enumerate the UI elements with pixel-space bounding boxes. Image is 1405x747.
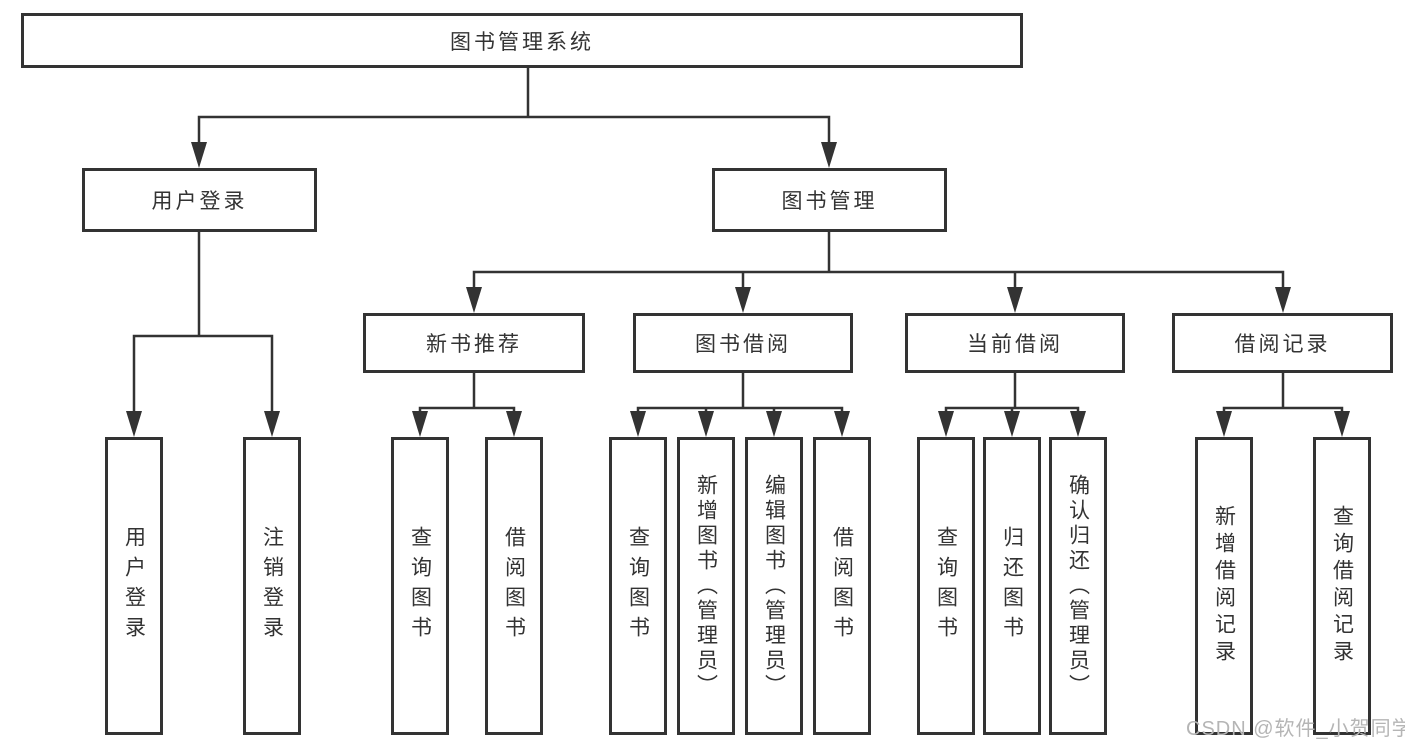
arrowhead-icon — [1275, 287, 1291, 313]
node-leaf-br-query-label: 查询借阅记录 — [1330, 505, 1354, 667]
arrowhead-icon — [735, 287, 751, 313]
node-book-mgmt-label: 图书管理 — [781, 190, 878, 213]
node-current-borrow: 当前借阅 — [905, 313, 1125, 373]
node-new-book: 新书推荐 — [363, 313, 585, 373]
node-leaf-bb-edit-label: 编辑图书（管理员） — [762, 473, 786, 699]
arrowhead-icon — [1007, 287, 1023, 313]
node-leaf-bb-query: 查询图书 — [609, 437, 667, 735]
arrowhead-icon — [412, 411, 428, 437]
arrowhead-icon — [938, 411, 954, 437]
arrowhead-icon — [1070, 411, 1086, 437]
node-borrow-records-label: 借阅记录 — [1234, 333, 1331, 356]
arrowhead-icon — [630, 411, 646, 437]
arrowhead-icon — [821, 142, 837, 168]
node-leaf-cb-query: 查询图书 — [917, 437, 975, 735]
node-leaf-cb-confirm-label: 确认归还（管理员） — [1066, 473, 1090, 699]
arrowhead-icon — [466, 287, 482, 313]
node-book-mgmt: 图书管理 — [712, 168, 947, 232]
arrowhead-icon — [506, 411, 522, 437]
arrowhead-icon — [766, 411, 782, 437]
arrowhead-icon — [1334, 411, 1350, 437]
arrowhead-icon — [698, 411, 714, 437]
node-borrow-records: 借阅记录 — [1172, 313, 1393, 373]
node-leaf-cb-return: 归还图书 — [983, 437, 1041, 735]
node-leaf-bb-borrow-label: 借阅图书 — [830, 526, 854, 646]
node-leaf-br-add-label: 新增借阅记录 — [1212, 505, 1236, 667]
node-leaf-nb-borrow: 借阅图书 — [485, 437, 543, 735]
arrowheads — [126, 142, 1350, 437]
node-book-borrow: 图书借阅 — [633, 313, 853, 373]
node-leaf-bb-edit: 编辑图书（管理员） — [745, 437, 803, 735]
node-leaf-logout-label: 注销登录 — [260, 526, 284, 646]
node-user-login: 用户登录 — [82, 168, 317, 232]
arrowhead-icon — [264, 411, 280, 437]
node-leaf-br-query: 查询借阅记录 — [1313, 437, 1371, 735]
node-leaf-login: 用户登录 — [105, 437, 163, 735]
node-leaf-bb-add-label: 新增图书（管理员） — [694, 473, 718, 699]
node-book-borrow-label: 图书借阅 — [695, 333, 791, 356]
node-current-borrow-label: 当前借阅 — [967, 333, 1063, 356]
node-leaf-logout: 注销登录 — [243, 437, 301, 735]
arrowhead-icon — [1004, 411, 1020, 437]
node-leaf-cb-return-label: 归还图书 — [1000, 526, 1024, 646]
node-leaf-login-label: 用户登录 — [122, 526, 146, 646]
arrowhead-icon — [1216, 411, 1232, 437]
csdn-watermark: CSDN @软件_小贺同学 — [1186, 718, 1405, 740]
node-leaf-bb-borrow: 借阅图书 — [813, 437, 871, 735]
node-user-login-label: 用户登录 — [151, 190, 248, 213]
node-leaf-nb-query: 查询图书 — [391, 437, 449, 735]
node-root: 图书管理系统 — [21, 13, 1023, 68]
node-leaf-nb-borrow-label: 借阅图书 — [502, 526, 526, 646]
node-new-book-label: 新书推荐 — [426, 333, 522, 356]
arrowhead-icon — [834, 411, 850, 437]
arrowhead-icon — [191, 142, 207, 168]
node-leaf-bb-query-label: 查询图书 — [626, 526, 650, 646]
node-leaf-cb-confirm: 确认归还（管理员） — [1049, 437, 1107, 735]
node-leaf-cb-query-label: 查询图书 — [934, 526, 958, 646]
node-leaf-br-add: 新增借阅记录 — [1195, 437, 1253, 735]
node-leaf-bb-add: 新增图书（管理员） — [677, 437, 735, 735]
node-leaf-nb-query-label: 查询图书 — [408, 526, 432, 646]
arrowhead-icon — [126, 411, 142, 437]
node-root-label: 图书管理系统 — [450, 30, 594, 54]
